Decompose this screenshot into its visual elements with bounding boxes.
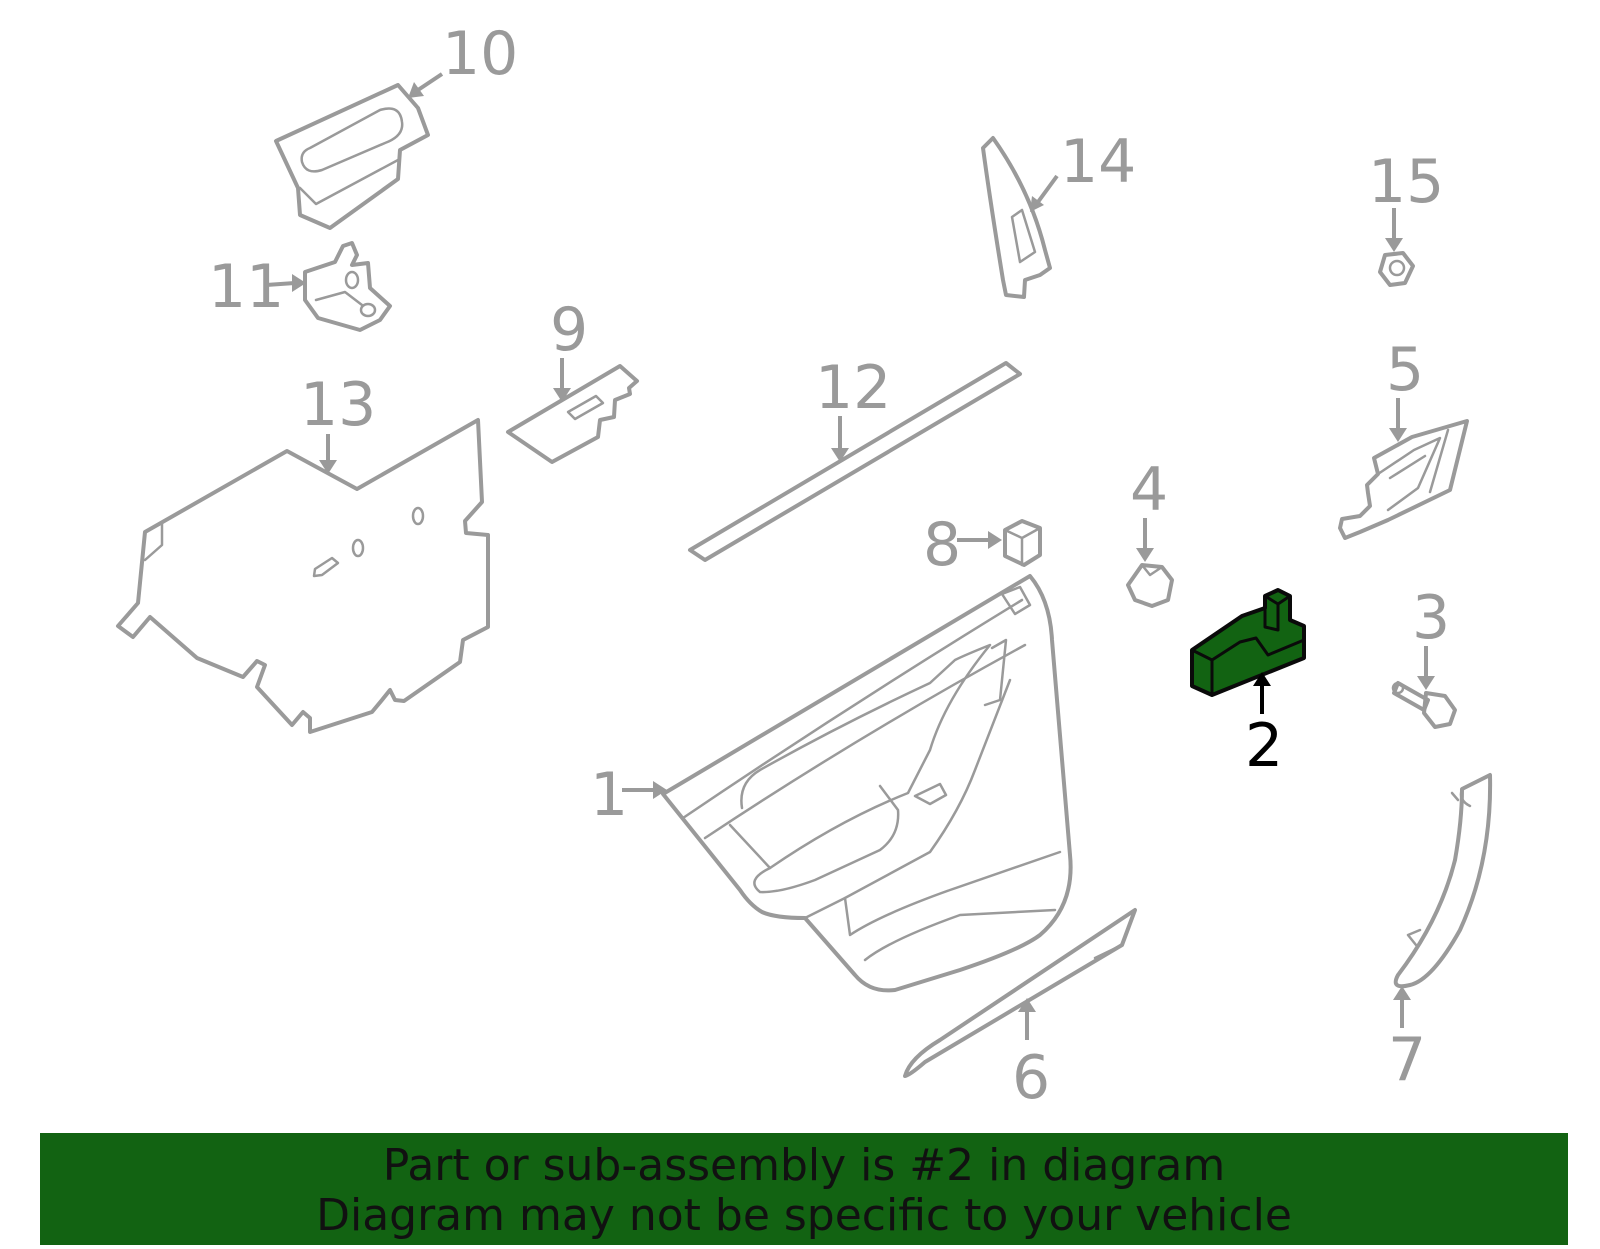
- part-2-highlighted-bracket: [1190, 588, 1306, 697]
- banner-line-1: Part or sub-assembly is #2 in diagram: [382, 1140, 1226, 1191]
- part-4-grommet: [1126, 563, 1174, 608]
- callout-7: 7: [1388, 1025, 1426, 1095]
- part-12-belt-strip: [688, 361, 1022, 562]
- leader-lines: [265, 72, 1435, 1040]
- callout-5: 5: [1386, 335, 1424, 405]
- part-11-bracket: [303, 241, 392, 332]
- callout-14: 14: [1060, 127, 1136, 197]
- callout-1: 1: [590, 760, 628, 830]
- part-14-mirror-trim: [981, 136, 1052, 299]
- callout-9: 9: [550, 295, 588, 365]
- part-8-clip: [1003, 519, 1042, 567]
- callout-10: 10: [442, 19, 518, 89]
- banner-line-2: Diagram may not be specific to your vehi…: [316, 1190, 1292, 1241]
- callout-6: 6: [1012, 1043, 1050, 1113]
- callout-4: 4: [1130, 455, 1168, 525]
- part-10-trim-panel: [274, 83, 430, 230]
- callout-3: 3: [1412, 583, 1450, 653]
- callout-13: 13: [300, 370, 376, 440]
- part-5-door-handle: [1338, 419, 1469, 540]
- part-15-nut: [1378, 251, 1415, 287]
- callout-8: 8: [923, 510, 961, 580]
- info-banner: Part or sub-assembly is #2 in diagram Di…: [40, 1133, 1568, 1245]
- part-13-insulator: [116, 418, 490, 734]
- part-7-edge-trim: [1393, 773, 1493, 989]
- callout-11: 11: [208, 252, 284, 322]
- callout-12: 12: [815, 353, 891, 423]
- part-3-bolt: [1391, 681, 1457, 729]
- parts-diagram: 10 11 14 15 9 13 12 5 8 4 3 1 2 6 7: [116, 19, 1493, 1113]
- callout-2: 2: [1245, 711, 1283, 781]
- callout-labels: 10 11 14 15 9 13 12 5 8 4 3 1 2 6 7: [208, 19, 1450, 1113]
- part-9-switch-bezel: [506, 364, 639, 464]
- part-6-lower-strip: [903, 908, 1137, 1078]
- part-1-door-panel: [661, 574, 1073, 993]
- callout-15: 15: [1368, 147, 1444, 217]
